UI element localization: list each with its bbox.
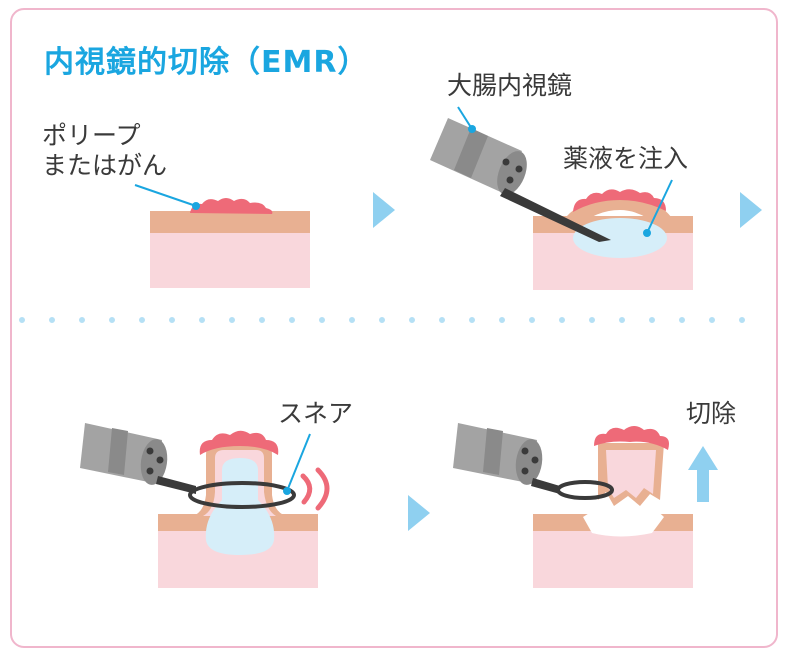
snare-sheath bbox=[156, 476, 196, 494]
injection-pointer-dot bbox=[643, 229, 651, 237]
colonoscope bbox=[80, 423, 168, 485]
colonoscope bbox=[430, 118, 527, 195]
snare-loop bbox=[556, 480, 614, 500]
injection-label: 薬液を注入 bbox=[563, 144, 689, 173]
snare-motion-mark bbox=[300, 473, 313, 505]
panel-injection bbox=[430, 106, 693, 290]
panel-snare bbox=[80, 423, 330, 588]
panel-resection bbox=[453, 423, 718, 588]
polyp-label-line2: またはがん bbox=[42, 151, 168, 180]
diagram-frame bbox=[10, 8, 778, 648]
polyp-lesion bbox=[573, 189, 666, 212]
diagram-title: 内視鏡的切除（EMR） bbox=[44, 45, 369, 80]
colonoscope bbox=[453, 423, 543, 485]
snare-pointer-dot bbox=[283, 487, 291, 495]
polyp-lesion bbox=[594, 426, 669, 450]
snare-pointer-line bbox=[286, 433, 311, 492]
endoscope-pointer-dot bbox=[468, 125, 476, 133]
triangle-right-icon bbox=[740, 192, 762, 228]
injection-needle bbox=[500, 188, 611, 242]
polyp-lesion bbox=[190, 198, 273, 214]
resected-tissue-inner bbox=[606, 450, 656, 498]
endoscope-pointer-line bbox=[457, 106, 473, 130]
triangle-right-icon bbox=[408, 495, 430, 531]
snare-sheath bbox=[531, 478, 560, 494]
injected-fluid bbox=[573, 218, 667, 258]
polyp-pointer-dot bbox=[192, 202, 200, 210]
polyp-label-line1: ポリープ bbox=[42, 121, 141, 150]
polyp-lesion bbox=[199, 430, 279, 455]
snare-loop bbox=[188, 481, 296, 509]
submucosa-layer bbox=[533, 530, 693, 588]
arrow-up-icon bbox=[688, 446, 718, 502]
snare-motion-mark bbox=[315, 467, 330, 511]
submucosa-layer bbox=[150, 232, 310, 288]
snare-label: スネア bbox=[278, 399, 354, 428]
resection-site bbox=[583, 509, 664, 537]
endoscope-label: 大腸内視鏡 bbox=[447, 71, 573, 100]
injection-pointer-line bbox=[646, 179, 673, 234]
mucosa-layer bbox=[150, 211, 310, 233]
polyp-pointer-line bbox=[134, 184, 197, 207]
resection-label: 切除 bbox=[686, 399, 737, 428]
triangle-right-icon bbox=[373, 192, 395, 228]
panel-polyp bbox=[134, 184, 310, 288]
